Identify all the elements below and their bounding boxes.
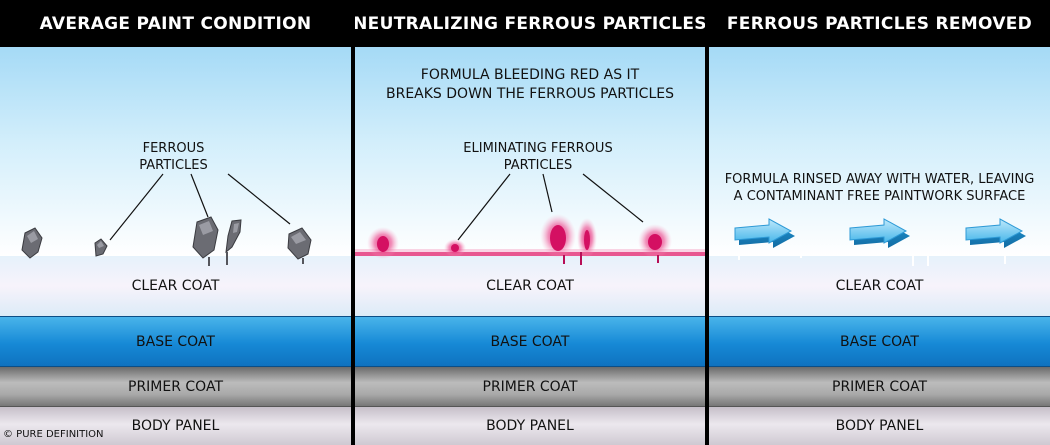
note-line-2: BREAKS DOWN THE FERROUS PARTICLES	[386, 86, 674, 102]
primer-coat-label: PRIMER COAT	[832, 378, 927, 395]
copyright-notice: © PURE DEFINITION	[3, 429, 104, 440]
clean-surface-pits	[738, 254, 1006, 266]
eliminating-particles-callout: ELIMINATING FERROUS PARTICLES	[371, 140, 705, 174]
air-zone	[0, 47, 351, 256]
callout-line-2: PARTICLES	[503, 158, 573, 173]
dissolving-particle	[367, 227, 399, 259]
air-zone	[709, 47, 1050, 256]
callout-line-1: FORMULA RINSED AWAY WITH WATER, LEAVING	[724, 172, 1035, 187]
body-panel-layer: BODY PANEL	[709, 407, 1050, 445]
base-coat-layer: BASE COAT	[355, 316, 705, 367]
primer-coat-layer: PRIMER COAT	[0, 367, 351, 407]
callout-line-1: ELIMINATING FERROUS	[463, 141, 613, 156]
primer-coat-layer: PRIMER COAT	[709, 367, 1050, 407]
callout-line-2: A CONTAMINANT FREE PAINTWORK SURFACE	[733, 189, 1026, 204]
leader-lines	[457, 173, 644, 241]
panel-neutralizing-ferrous-particles: CLEAR COAT BASE COAT PRIMER COAT BODY PA…	[355, 0, 705, 445]
body-panel-layer: BODY PANEL	[0, 407, 351, 445]
dissolving-particle	[577, 218, 597, 265]
panel-title: AVERAGE PAINT CONDITION	[0, 0, 351, 47]
rinse-callout: FORMULA RINSED AWAY WITH WATER, LEAVING …	[709, 171, 1050, 205]
panel-2-illustration	[355, 173, 705, 265]
base-coat-layer: BASE COAT	[0, 316, 351, 367]
dissolving-particle	[638, 224, 672, 263]
primer-coat-label: PRIMER COAT	[128, 378, 223, 395]
base-coat-label: BASE COAT	[490, 333, 570, 350]
clear-coat-layer: CLEAR COAT	[709, 256, 1050, 316]
rinse-arrow-icon	[849, 218, 910, 248]
panel-title: NEUTRALIZING FERROUS PARTICLES	[355, 0, 705, 47]
ferrous-particle	[94, 238, 108, 257]
panel-average-paint-condition: CLEAR COAT BASE COAT PRIMER COAT BODY PA…	[0, 0, 351, 445]
air-zone	[355, 47, 705, 256]
body-panel-label: BODY PANEL	[131, 418, 220, 434]
ferrous-particle	[225, 219, 242, 265]
body-panel-layer: BODY PANEL	[355, 407, 705, 445]
ferrous-particle	[21, 227, 43, 259]
primer-coat-layer: PRIMER COAT	[355, 367, 705, 407]
ferrous-particle	[192, 216, 219, 266]
leader-lines	[109, 173, 291, 241]
panel-3-illustration	[734, 218, 1026, 266]
panel-1-illustration	[21, 173, 312, 266]
clear-coat-label: CLEAR COAT	[486, 278, 574, 294]
dissolving-particle	[540, 214, 576, 264]
base-coat-label: BASE COAT	[840, 333, 919, 350]
rinse-arrow-icon	[734, 218, 795, 248]
body-panel-label: BODY PANEL	[835, 418, 924, 434]
panel-ferrous-particles-removed: CLEAR COAT BASE COAT PRIMER COAT BODY PA…	[709, 0, 1050, 445]
primer-coat-label: PRIMER COAT	[482, 378, 578, 395]
clear-coat-layer: CLEAR COAT	[355, 256, 705, 316]
ferrous-particles-callout: FERROUS PARTICLES	[0, 140, 351, 174]
clear-coat-layer: CLEAR COAT	[0, 256, 351, 316]
base-coat-label: BASE COAT	[136, 333, 215, 350]
clear-coat-label: CLEAR COAT	[835, 278, 924, 294]
panel-title: FERROUS PARTICLES REMOVED	[709, 0, 1050, 47]
clear-coat-label: CLEAR COAT	[131, 278, 220, 294]
base-coat-layer: BASE COAT	[709, 316, 1050, 367]
note-line-1: FORMULA BLEEDING RED AS IT	[420, 67, 640, 83]
dissolving-particle	[444, 239, 466, 257]
bleed-surface-line	[355, 252, 705, 256]
formula-bleeding-note: FORMULA BLEEDING RED AS IT BREAKS DOWN T…	[355, 66, 705, 104]
callout-line-1: FERROUS	[142, 141, 205, 156]
rinse-arrow-icon	[965, 218, 1026, 248]
callout-line-2: PARTICLES	[139, 158, 208, 173]
body-panel-label: BODY PANEL	[486, 418, 574, 434]
ferrous-particle	[287, 227, 312, 264]
